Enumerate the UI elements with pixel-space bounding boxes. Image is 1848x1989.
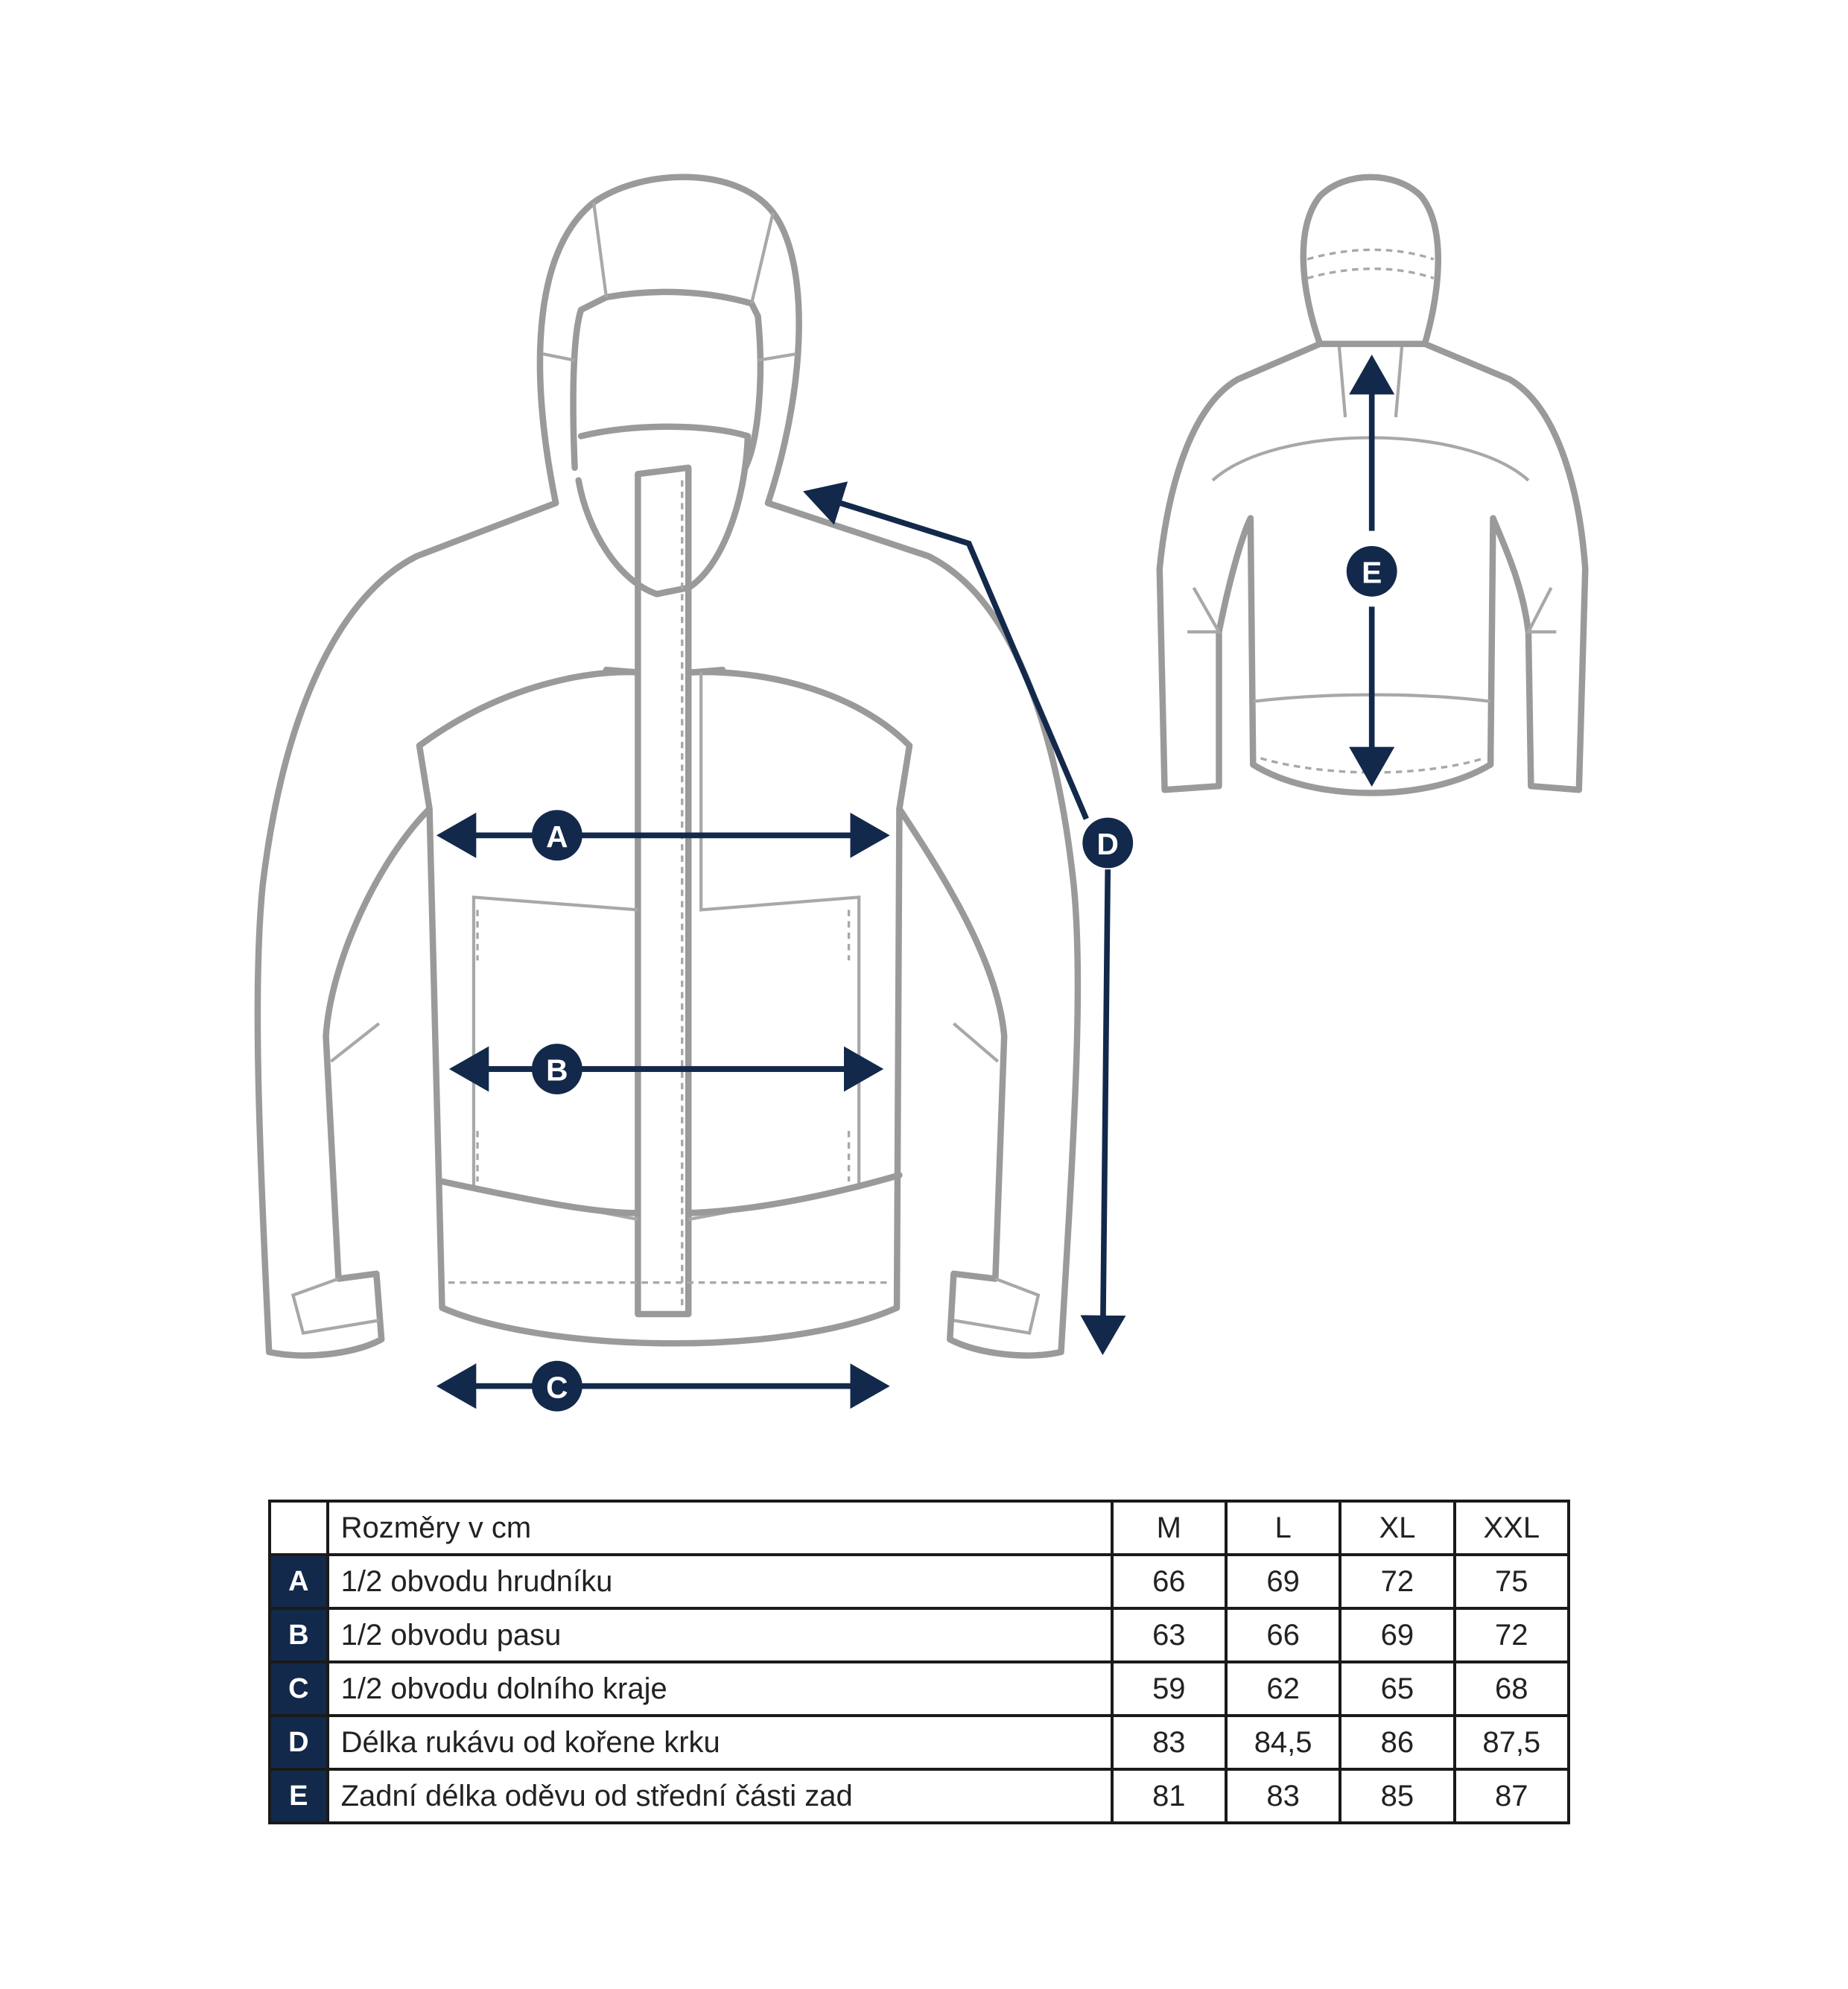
row-key: C [268,1660,329,1717]
cell: 85 [1339,1768,1456,1824]
table-row: E Zadní délka oděvu od střední části zad… [268,1768,1571,1824]
cell: 87 [1452,1768,1571,1824]
row-label: Zadní délka oděvu od střední části zad [326,1768,1114,1824]
cell: 72 [1339,1553,1456,1610]
row-label: 1/2 obvodu pasu [326,1607,1114,1663]
cell: 81 [1110,1768,1228,1824]
measure-d: D [803,481,1134,1356]
svg-text:E: E [1362,556,1382,590]
header-label: Rozměry v cm [326,1500,1114,1556]
cell: 86 [1339,1714,1456,1771]
cell: 87,5 [1452,1714,1571,1771]
svg-text:C: C [546,1370,568,1404]
cell: 83 [1224,1768,1342,1824]
table-row: C 1/2 obvodu dolního kraje 59 62 65 68 [268,1660,1571,1717]
cell: 72 [1452,1607,1571,1663]
jacket-front-drawing [254,174,1082,1359]
cell: 66 [1224,1607,1342,1663]
svg-text:A: A [546,819,568,854]
measure-b: B [448,1044,884,1094]
measure-a: A [436,810,890,861]
cell: 84,5 [1224,1714,1342,1771]
cell: 59 [1110,1660,1228,1717]
row-key: E [268,1768,329,1824]
cell: 62 [1224,1660,1342,1717]
svg-text:B: B [546,1053,568,1088]
cell: 83 [1110,1714,1228,1771]
row-key: B [268,1607,329,1663]
svg-text:D: D [1097,827,1119,861]
cell: 69 [1224,1553,1342,1610]
table-row: B 1/2 obvodu pasu 63 66 69 72 [268,1607,1571,1663]
table-row: A 1/2 obvodu hrudníku 66 69 72 75 [268,1553,1571,1610]
row-label: Délka rukávu od kořene krku [326,1714,1114,1771]
measure-c: C [436,1360,890,1412]
row-key: D [268,1714,329,1771]
row-key: A [268,1553,329,1610]
size-l: L [1224,1500,1342,1556]
cell: 75 [1452,1553,1571,1610]
row-label: 1/2 obvodu hrudníku [326,1553,1114,1610]
table-header-row: Rozměry v cm M L XL XXL [268,1500,1571,1556]
row-label: 1/2 obvodu dolního kraje [326,1660,1114,1717]
cell: 69 [1339,1607,1456,1663]
size-xxl: XXL [1452,1500,1571,1556]
size-m: M [1110,1500,1228,1556]
cell: 68 [1452,1660,1571,1717]
size-table: Rozměry v cm M L XL XXL A 1/2 obvodu hru… [268,1500,1571,1824]
cell: 65 [1339,1660,1456,1717]
size-xl: XL [1339,1500,1456,1556]
cell: 63 [1110,1607,1228,1663]
cell: 66 [1110,1553,1228,1610]
table-row: D Délka rukávu od kořene krku 83 84,5 86… [268,1714,1571,1771]
measure-e: E [1346,355,1397,787]
